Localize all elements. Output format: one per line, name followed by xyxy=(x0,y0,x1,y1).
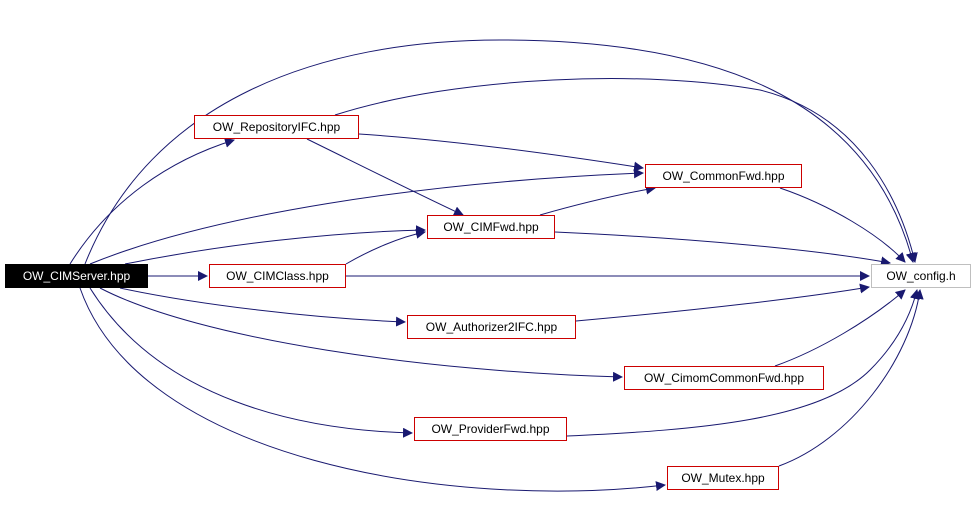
node-ow-repositoryifc-hpp[interactable]: OW_RepositoryIFC.hpp xyxy=(194,115,359,139)
node-ow-config-h: OW_config.h xyxy=(871,264,971,288)
node-ow-cimomcommonfwd-hpp[interactable]: OW_CimomCommonFwd.hpp xyxy=(624,366,824,390)
edge-mutex-to-config xyxy=(778,289,924,467)
edge-cimfwd-to-config xyxy=(554,231,891,267)
edge-cimserver-to-repository xyxy=(69,137,235,265)
edge-cimomcommon-to-config xyxy=(774,289,906,367)
node-ow-authorizer2ifc-hpp[interactable]: OW_Authorizer2IFC.hpp xyxy=(407,315,576,339)
node-ow-cimfwd-hpp[interactable]: OW_CIMFwd.hpp xyxy=(427,215,555,239)
edge-commonfwd-to-config xyxy=(779,187,906,263)
edge-repository-to-commonfwd xyxy=(358,133,644,172)
edge-cimfwd-to-commonfwd xyxy=(539,184,656,216)
edge-cimserver-to-commonfwd xyxy=(89,168,644,265)
edge-providerfwd-to-config xyxy=(566,289,920,437)
edge-cimclass-to-cimfwd xyxy=(345,228,426,265)
node-ow-mutex-hpp[interactable]: OW_Mutex.hpp xyxy=(667,466,779,490)
edge-repository-to-cimfwd xyxy=(306,138,464,216)
edge-cimserver-to-config xyxy=(84,39,916,265)
node-ow-commonfwd-hpp[interactable]: OW_CommonFwd.hpp xyxy=(645,164,802,188)
edge-authorizer-to-config xyxy=(575,283,870,322)
node-ow-providerfwd-hpp[interactable]: OW_ProviderFwd.hpp xyxy=(414,417,567,441)
edge-cimserver-to-mutex xyxy=(79,287,666,492)
edge-cimserver-to-providerfwd xyxy=(89,287,413,438)
edge-repository-to-config xyxy=(334,78,918,263)
edge-cimserver-to-cimomcommon xyxy=(99,287,623,382)
node-ow-cimserver-hpp[interactable]: OW_CIMServer.hpp xyxy=(5,264,148,288)
node-ow-cimclass-hpp[interactable]: OW_CIMClass.hpp xyxy=(209,264,346,288)
edge-cimserver-to-cimfwd xyxy=(124,225,426,265)
edge-cimserver-to-authorizer xyxy=(119,287,406,327)
